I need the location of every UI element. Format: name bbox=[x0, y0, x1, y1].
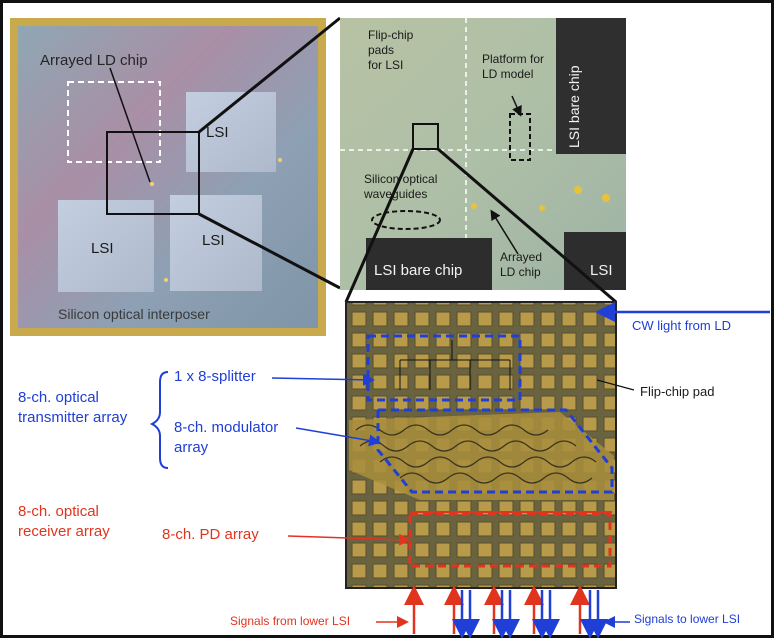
lsi-block-bottom-left bbox=[58, 200, 154, 292]
photo-interposer bbox=[10, 18, 326, 336]
zoom-line-2b bbox=[437, 147, 617, 304]
interposer-label: Silicon optical interposer bbox=[58, 306, 210, 322]
lsi-corner-label: LSI bbox=[590, 262, 613, 279]
rx-array-label: 8-ch. optical receiver array bbox=[18, 503, 110, 540]
lsi-label-bottom-right: LSI bbox=[202, 232, 225, 249]
waveguides-label: Silicon optical waveguides bbox=[364, 172, 438, 201]
splitter-box bbox=[366, 334, 522, 402]
flip-chip-pad-label: Flip-chip pad bbox=[640, 384, 715, 399]
pd-array-label: 8-ch. PD array bbox=[162, 526, 259, 543]
flip-chip-pointer bbox=[596, 379, 635, 391]
lsi-label-bottom-left: LSI bbox=[91, 240, 114, 257]
zoom-line-2a bbox=[344, 148, 415, 303]
zoom-line-1b bbox=[198, 212, 341, 290]
lsi-bare-chip-bottom bbox=[366, 238, 492, 290]
lsi-label-top-right: LSI bbox=[206, 124, 229, 141]
ld-chip-dashed-box bbox=[67, 81, 161, 163]
arrayed-ld-chip-closeup-label: Arrayed LD chip bbox=[500, 250, 543, 279]
photo-chip-closeup bbox=[340, 18, 626, 290]
zoom-box-1 bbox=[106, 131, 200, 215]
signals-to-label: Signals to lower LSI bbox=[634, 612, 741, 626]
splitter-arrow bbox=[271, 373, 375, 386]
ld-chip-pointer bbox=[109, 67, 151, 183]
signal-arrows bbox=[376, 585, 630, 638]
modulator-box bbox=[376, 408, 614, 494]
ld-dot bbox=[150, 182, 154, 186]
modulator-band bbox=[349, 412, 614, 500]
zoom-box-2 bbox=[412, 123, 439, 150]
lsi-corner-chip bbox=[564, 232, 626, 290]
lsi-block-bottom-right bbox=[170, 195, 262, 291]
cw-light-label: CW light from LD bbox=[632, 318, 731, 333]
arrayed-ld-chip-label: Arrayed LD chip bbox=[40, 52, 148, 69]
splitter-label: 1 x 8-splitter bbox=[174, 368, 256, 385]
platform-label: Platform for LD model bbox=[482, 52, 545, 81]
dot-a bbox=[278, 158, 282, 162]
tx-array-label: 8-ch. optical transmitter array bbox=[18, 389, 128, 426]
flip-chip-pads-label: Flip-chip pads for LSI bbox=[368, 28, 414, 72]
lsi-bare-chip-bottom-label: LSI bare chip bbox=[374, 262, 463, 279]
waveguide-ellipse bbox=[371, 210, 441, 230]
signals-from-label: Signals from lower LSI bbox=[230, 614, 351, 628]
dot-b bbox=[164, 278, 168, 282]
pd-box bbox=[408, 512, 612, 568]
pd-arrow bbox=[287, 533, 411, 546]
zoom-line-1a bbox=[198, 16, 341, 134]
lsi-bare-chip-side-label: LSI bare chip bbox=[566, 65, 582, 149]
modulator-arrow bbox=[295, 427, 381, 447]
lsi-bare-chip-side bbox=[556, 18, 626, 154]
modulator-label: 8-ch. modulator array bbox=[174, 419, 279, 456]
tx-brace bbox=[149, 371, 169, 469]
photo-transceiver bbox=[345, 301, 617, 589]
